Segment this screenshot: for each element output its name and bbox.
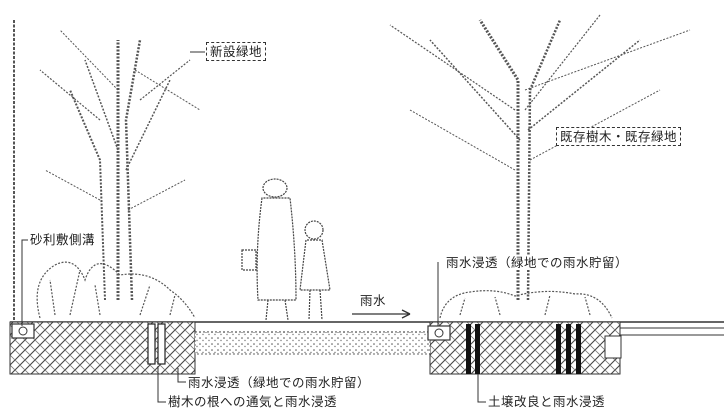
gravel-gutter-right bbox=[427, 325, 451, 341]
gravel-gutter-left bbox=[11, 323, 35, 339]
leader-soil bbox=[477, 374, 486, 403]
right-shrubs bbox=[439, 290, 613, 319]
left-soil-bed bbox=[9, 321, 196, 375]
right-tree bbox=[389, 14, 691, 301]
label-root-aeration: 樹木の根への通気と雨水浸透 bbox=[168, 394, 338, 409]
leader-infiltration-left bbox=[177, 368, 186, 383]
label-existing-trees: 既存樹木・既存緑地 bbox=[556, 127, 682, 146]
label-infiltration-left: 雨水浸透（緑地での雨水貯留） bbox=[188, 375, 371, 390]
leader-gravel bbox=[21, 239, 28, 326]
label-soil-improvement: 土壌改良と雨水浸透 bbox=[488, 394, 606, 409]
label-new-green: 新設緑地 bbox=[206, 42, 267, 61]
left-tree bbox=[39, 29, 201, 301]
adult-figure bbox=[241, 178, 297, 321]
label-gravel-gutter: 砂利敷側溝 bbox=[30, 232, 96, 247]
right-soil-bed bbox=[429, 321, 621, 375]
label-infiltration-right: 雨水浸透（緑地での雨水貯留） bbox=[446, 255, 629, 270]
child-figure bbox=[299, 220, 331, 321]
infiltration-columns bbox=[466, 324, 581, 374]
left-shrubs bbox=[36, 261, 196, 319]
middle-subbase bbox=[194, 331, 431, 355]
leader-root-aeration bbox=[157, 366, 166, 403]
label-rainwater: 雨水 bbox=[360, 293, 387, 308]
aeration-pipes bbox=[147, 323, 166, 365]
